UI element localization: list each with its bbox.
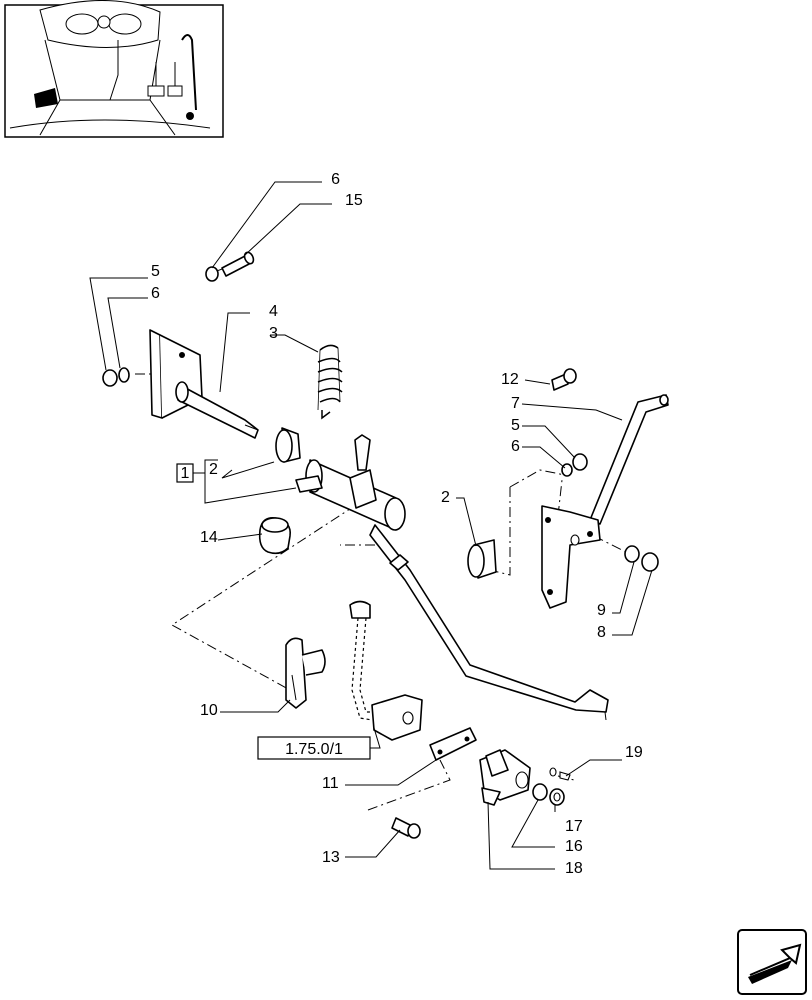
ref-box-1-75-0-1[interactable]: 1.75.0/1 xyxy=(257,736,371,760)
leader-lines xyxy=(89,181,653,870)
callout-4: 4 xyxy=(269,303,278,320)
pivot-shaft-4 xyxy=(149,329,259,439)
bushing-2-left xyxy=(275,427,301,463)
switch-18 xyxy=(479,749,531,806)
nut-5-left xyxy=(102,369,118,387)
callout-12: 12 xyxy=(501,371,519,388)
plate-11 xyxy=(429,727,477,761)
fork-10 xyxy=(285,637,326,709)
callout-6: 6 xyxy=(151,285,160,302)
tractor-thumbnail-image xyxy=(4,0,224,138)
callout-19: 19 xyxy=(625,744,643,761)
bushing-2-right xyxy=(467,539,497,579)
callout-2: 2 xyxy=(441,489,450,506)
washer-6-left xyxy=(118,367,130,383)
nut-8 xyxy=(641,552,659,572)
washer-6-right xyxy=(561,463,573,477)
nut-5-right xyxy=(572,453,588,471)
callout-5: 5 xyxy=(151,263,160,280)
screw-19 xyxy=(549,767,571,781)
location-arrow-icon xyxy=(34,88,58,108)
callout-5: 5 xyxy=(511,417,520,434)
clutch-pedal-assembly xyxy=(295,434,609,721)
nut-17 xyxy=(549,788,565,806)
callout-17: 17 xyxy=(565,818,583,835)
ref-box-1[interactable]: 1 xyxy=(176,459,218,483)
next-page-arrow-icon[interactable] xyxy=(737,929,807,995)
bolt-15 xyxy=(221,251,255,277)
callout-labels: 6 15 5 6 4 3 2 14 12 7 5 6 2 9 8 10 11 1… xyxy=(151,171,643,877)
callout-14: 14 xyxy=(200,529,218,546)
callout-11: 11 xyxy=(322,775,339,792)
callout-13: 13 xyxy=(322,849,340,866)
callout-7: 7 xyxy=(511,395,520,412)
ref-box-1-75-0-1-label: 1.75.0/1 xyxy=(285,741,343,758)
callout-15: 15 xyxy=(345,192,363,209)
callout-18: 18 xyxy=(565,860,583,877)
washer-16 xyxy=(532,783,548,801)
bracket-7 xyxy=(541,394,669,609)
callout-8: 8 xyxy=(597,624,606,641)
spring-3 xyxy=(317,344,343,420)
callout-10: 10 xyxy=(200,702,218,719)
ref-box-1-label: 1 xyxy=(181,465,190,482)
bolt-13 xyxy=(391,817,421,839)
cap-14 xyxy=(258,516,292,555)
washer-9 xyxy=(624,545,640,563)
callout-9: 9 xyxy=(597,602,606,619)
cable-sensor-connector xyxy=(349,600,423,741)
callout-6: 6 xyxy=(331,171,340,188)
callout-2: 2 xyxy=(209,461,218,478)
washer-6-top xyxy=(205,266,219,282)
callout-16: 16 xyxy=(565,838,583,855)
bolt-12 xyxy=(551,368,577,391)
callout-6: 6 xyxy=(511,438,520,455)
callout-3: 3 xyxy=(269,325,278,342)
